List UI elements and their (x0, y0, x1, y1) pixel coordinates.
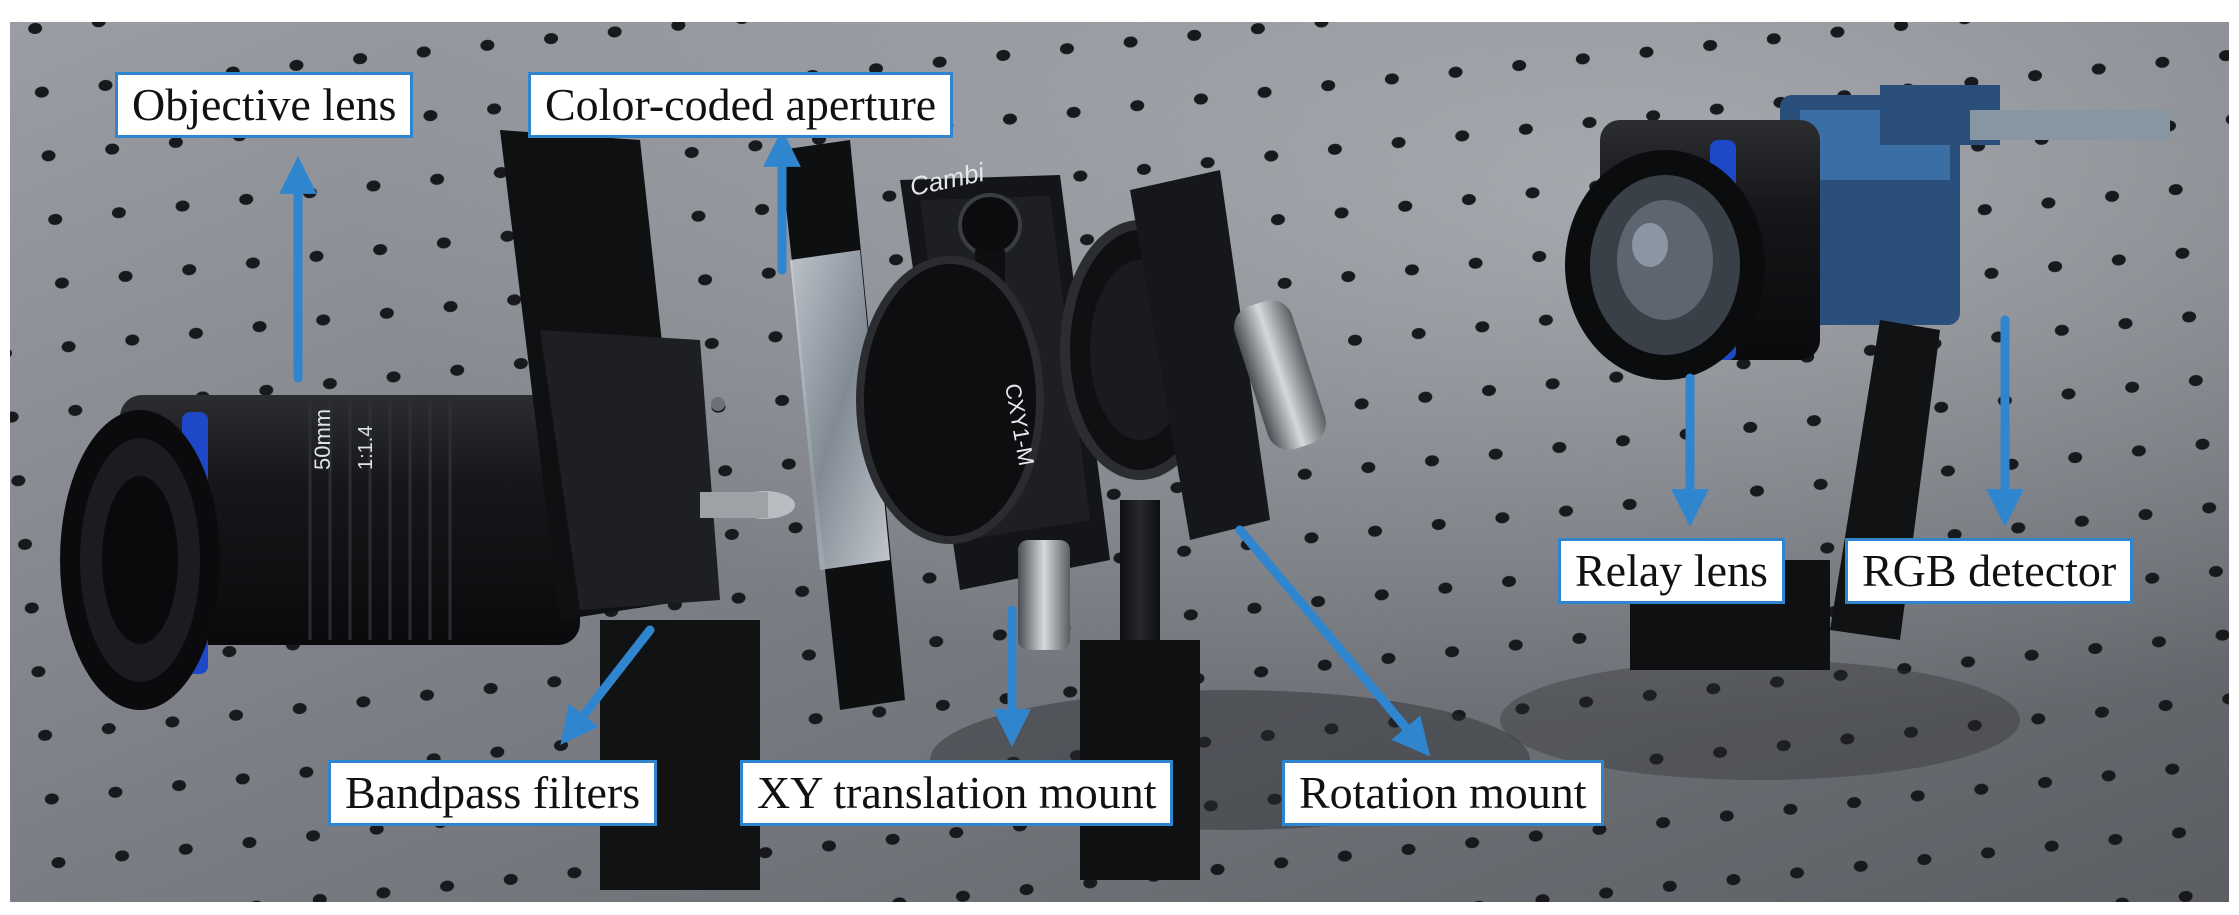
arrow-down-icon (1235, 525, 1431, 757)
arrow-down-icon (560, 625, 655, 745)
label-rgb-detector: RGB detector (1845, 538, 2134, 604)
bandpass-filter-mount (500, 130, 795, 890)
label-bandpass-filters: Bandpass filters (328, 760, 658, 826)
label-objective-lens: Objective lens (115, 72, 414, 138)
color-coded-aperture (780, 140, 905, 710)
label-rotation-mount: Rotation mount (1282, 760, 1604, 826)
lens-focal-marking: 50mm (310, 409, 335, 470)
micrometer (1234, 300, 1326, 450)
xy-knob (1018, 540, 1070, 650)
objective-lens: 50mm 1:1.4 (60, 395, 580, 710)
lens-aperture-marking: 1:1.4 (355, 426, 377, 470)
annotation-arrows (279, 129, 2024, 757)
label-relay-lens: Relay lens (1558, 538, 1785, 604)
label-xy-translation-mount: XY translation mount (740, 760, 1174, 826)
label-color-coded-aperture: Color-coded aperture (528, 72, 954, 138)
xy-translation-mount: Cambi CXY1-M (856, 157, 1110, 650)
relay-lens-and-detector (1565, 85, 2170, 670)
